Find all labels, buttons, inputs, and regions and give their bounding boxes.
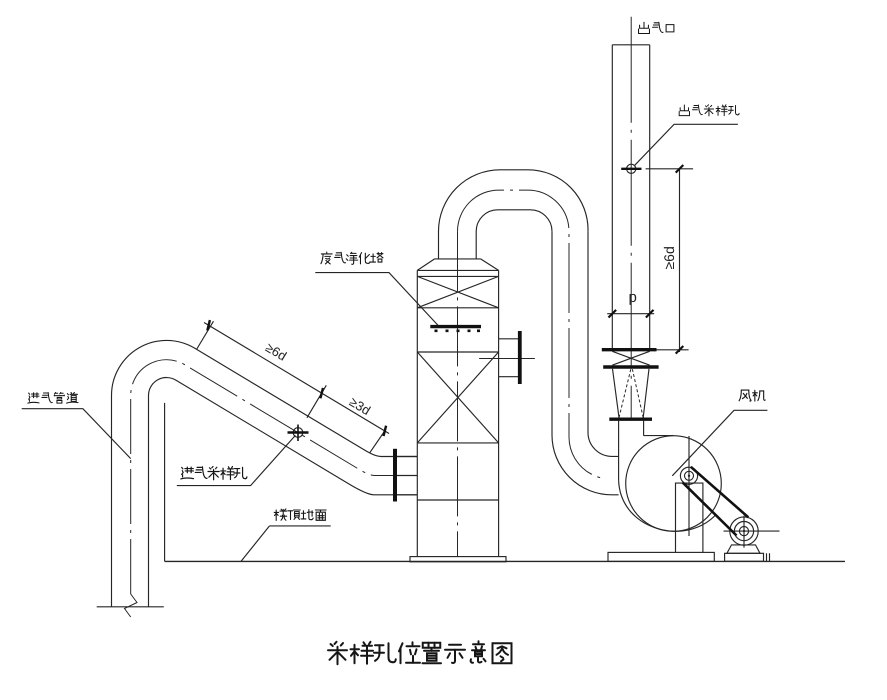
svg-text:≥6d: ≥6d <box>661 246 677 269</box>
svg-text:d: d <box>629 290 637 307</box>
